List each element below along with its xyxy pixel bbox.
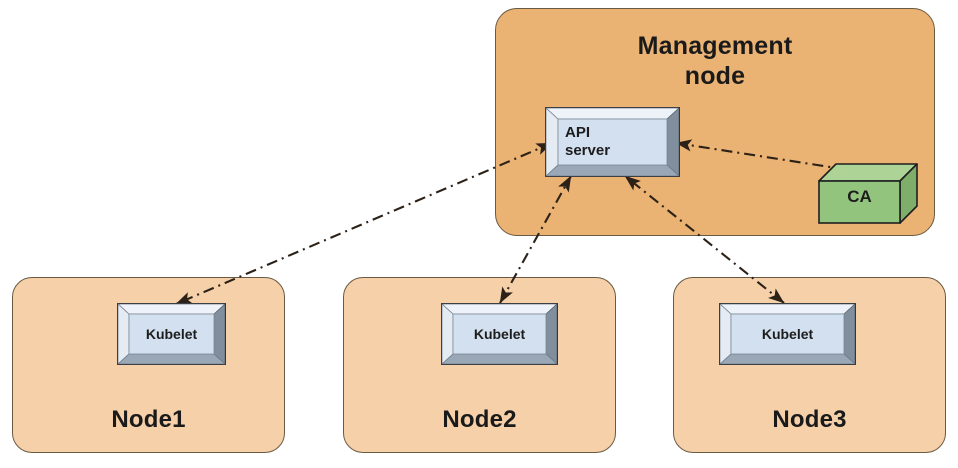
kubelet-bevel-shape bbox=[117, 303, 226, 365]
api-server-bevel-shape bbox=[545, 107, 680, 177]
api-server-box[interactable]: API server bbox=[545, 107, 680, 177]
edge-api-server-to-ca bbox=[675, 139, 863, 176]
kubelet-box-node2[interactable]: Kubelet bbox=[441, 303, 558, 365]
edge-node2-kubelet-to-api-server bbox=[499, 175, 572, 304]
edge-node3-kubelet-to-api-server bbox=[624, 175, 785, 304]
kubelet-box-node1[interactable]: Kubelet bbox=[117, 303, 226, 365]
kubelet-bevel-shape bbox=[441, 303, 558, 365]
ca-cuboid-shape bbox=[818, 163, 918, 224]
edge-node1-kubelet-to-api-server bbox=[175, 142, 553, 305]
kubelet-box-node3[interactable]: Kubelet bbox=[719, 303, 856, 365]
kubelet-bevel-shape bbox=[719, 303, 856, 365]
ca-box[interactable]: CA bbox=[818, 163, 918, 225]
